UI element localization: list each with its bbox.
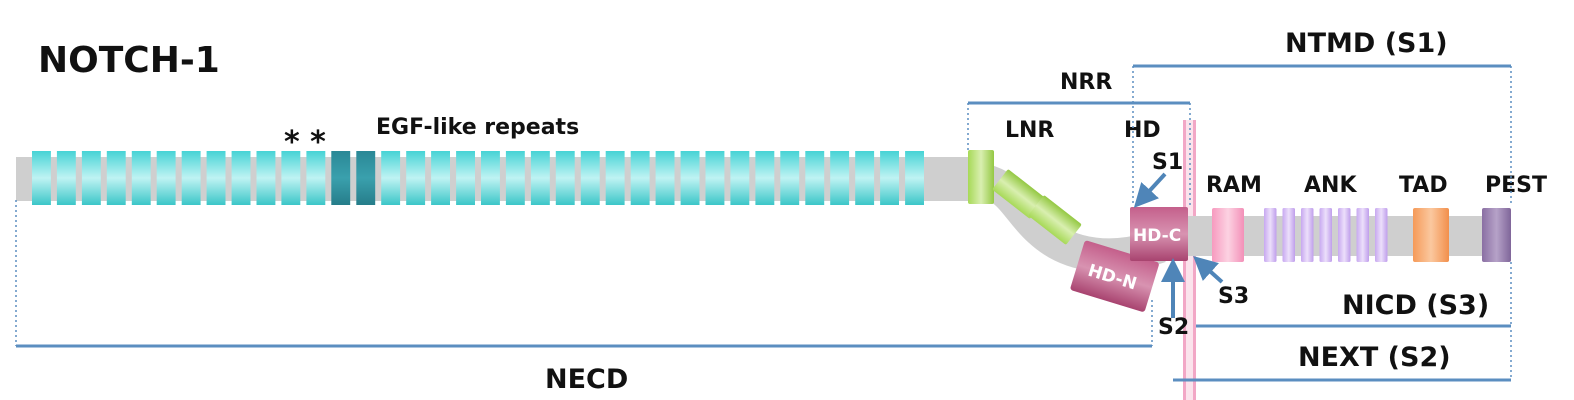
egf-repeat (231, 151, 251, 205)
egf-repeat (855, 151, 875, 205)
lnr-domains (968, 150, 1082, 245)
lnr-domain (968, 150, 994, 204)
egf-repeat (805, 151, 825, 205)
ntmd-bracket (1132, 64, 1512, 206)
egf-repeat (456, 151, 475, 205)
egf-repeat (830, 151, 850, 205)
hd-c-label: HD-C (1133, 226, 1181, 246)
egf-repeat (505, 151, 525, 205)
egf-repeat (580, 151, 600, 205)
s3-arrow (1193, 255, 1224, 284)
egf-repeat (730, 151, 750, 205)
ram-domain (1212, 208, 1244, 262)
egf-repeat-highlighted (356, 151, 376, 205)
nrr-bracket (967, 101, 1191, 205)
egf-repeat (905, 151, 924, 205)
egf-repeat (755, 151, 775, 205)
egf-repeat (630, 151, 650, 205)
next-bracket (1173, 330, 1512, 382)
title: NOTCH-1 (38, 40, 220, 81)
egf-repeat (655, 151, 675, 205)
egf-repeat (555, 151, 575, 205)
egf-repeat (605, 151, 625, 205)
egf-repeat (381, 151, 401, 205)
ank-repeat (1356, 208, 1369, 262)
s2-label: S2 (1158, 315, 1189, 340)
egf-label: EGF-like repeats (376, 115, 579, 140)
nicd-label: NICD (S3) (1342, 290, 1489, 321)
pest-domain (1482, 208, 1511, 262)
next-label: NEXT (S2) (1298, 342, 1451, 373)
s1-label: S1 (1152, 150, 1183, 175)
egf-repeat-highlighted (331, 151, 351, 205)
ram-label: RAM (1206, 173, 1262, 198)
ank-repeat (1338, 208, 1351, 262)
egf-repeat (431, 151, 450, 205)
asterisks: * * (284, 125, 326, 160)
egf-repeat (156, 151, 176, 205)
necd-bracket (15, 200, 1153, 348)
lnr-domain (1028, 195, 1082, 245)
hd-label: HD (1124, 118, 1161, 143)
ank-label: ANK (1304, 173, 1357, 198)
egf-repeat (780, 151, 800, 205)
egf-repeat (206, 151, 226, 205)
ank-repeat (1301, 208, 1314, 262)
s3-label: S3 (1218, 284, 1249, 309)
tad-label: TAD (1399, 173, 1448, 198)
egf-repeat (106, 151, 126, 205)
egf-repeat (705, 151, 725, 205)
egf-repeat (880, 151, 899, 205)
lnr-label: LNR (1005, 118, 1054, 143)
egf-repeat (406, 151, 426, 205)
egf-repeat (131, 151, 151, 205)
egf-repeat (530, 151, 550, 205)
egf-repeat (481, 151, 500, 205)
lnr-domain (992, 169, 1046, 219)
egf-repeat (306, 151, 326, 205)
ank-repeat (1375, 208, 1388, 262)
tad-domain (1413, 208, 1449, 262)
pest-label: PEST (1485, 173, 1547, 198)
egf-repeat (181, 151, 201, 205)
necd-label: NECD (545, 364, 628, 395)
egf-repeat (56, 151, 76, 205)
egf-repeat (680, 151, 700, 205)
s1-arrow (1133, 172, 1167, 208)
ntmd-label: NTMD (S1) (1285, 28, 1448, 59)
egf-repeat (281, 151, 301, 205)
egf-like-repeats (32, 151, 924, 205)
egf-repeat (256, 151, 276, 205)
ank-repeats (1264, 208, 1388, 262)
egf-repeat (81, 151, 101, 205)
ank-repeat (1282, 208, 1295, 262)
nrr-label: NRR (1060, 70, 1112, 95)
hd-c-domain: HD-C (1130, 207, 1188, 261)
egf-repeat (32, 151, 51, 205)
ank-repeat (1264, 208, 1277, 262)
nicd-bracket (1196, 262, 1512, 328)
ank-repeat (1319, 208, 1332, 262)
